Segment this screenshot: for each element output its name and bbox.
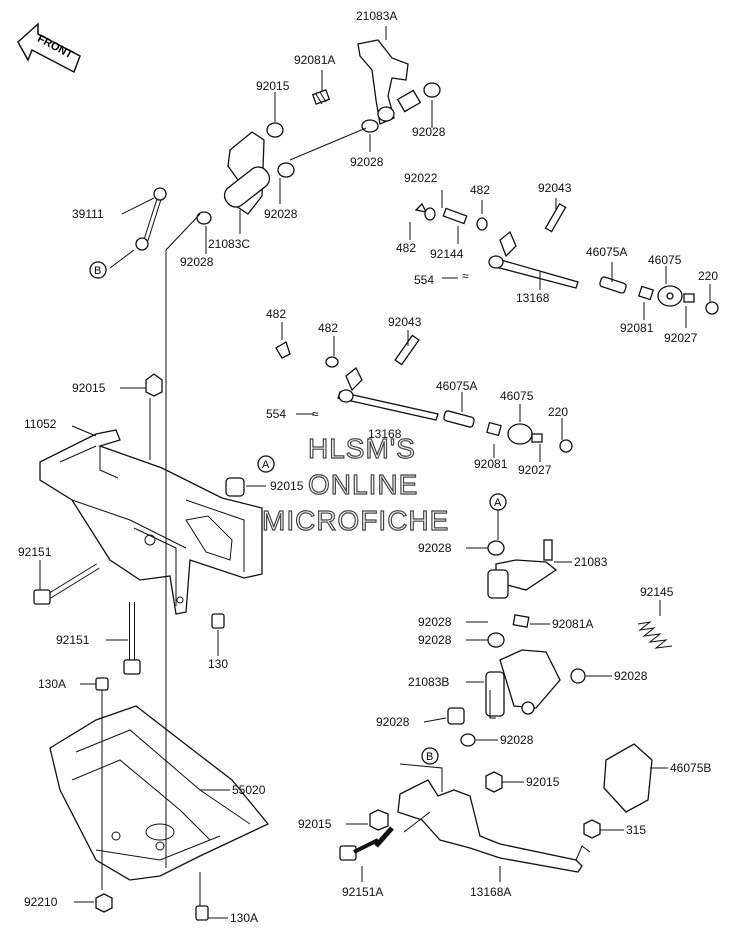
svg-text:≈: ≈ [462,269,469,283]
watermark-line3: MICROFICHE [262,505,449,536]
part-label: 554 [414,273,434,287]
part-label: 92022 [404,171,438,185]
part-label: 92015 [72,381,106,395]
part-label: 92081A [552,617,593,631]
part-label: 92144 [430,247,464,261]
part-label: 92015 [298,817,332,831]
part-label: 92081 [474,457,508,471]
part-label: 482 [396,241,416,255]
part-label: 92027 [518,463,552,477]
part-label: 13168 [368,427,402,441]
part-label: 220 [548,405,568,419]
part-label: 92028 [264,207,298,221]
part-label: 92210 [24,895,58,909]
part-label: 21083 [574,555,608,569]
spring-icon [311,89,331,105]
watermark-line2: ONLINE [308,469,418,500]
part-label: 92028 [412,125,446,139]
middle-shaft-group: ≈ [275,334,573,453]
part-label: 92151A [342,885,383,899]
part-label: 46075 [648,253,682,267]
leader-lines [39,26,711,919]
skid-plate-group [49,705,270,921]
ref-circle-a-right: A [489,493,507,540]
part-label: 92081A [294,53,335,67]
part-label: 554 [266,407,286,421]
front-arrow-icon: FRONT [17,22,81,74]
svg-text:B: B [426,751,433,763]
pedal-assembly-group [339,539,673,873]
part-label: 92151 [56,633,90,647]
part-label: 92151 [18,545,52,559]
part-label: 482 [266,307,286,321]
part-label: 92028 [500,733,534,747]
svg-text:A: A [494,497,502,509]
upper-shaft-group: ≈ [414,202,719,315]
svg-text:B: B [94,265,101,277]
svg-text:≈: ≈ [312,407,319,421]
part-label: 92015 [270,479,304,493]
part-label: 92081 [620,321,654,335]
frame-group [39,373,263,615]
part-label: 130A [230,911,258,925]
part-label: 21083C [208,237,250,251]
part-label: 92015 [256,79,290,93]
part-label: 46075A [586,245,627,259]
part-label: 13168A [470,885,511,899]
part-label: 46075B [670,761,711,775]
part-label: 130 [208,657,228,671]
part-label: 92028 [418,615,452,629]
part-label: 315 [626,823,646,837]
part-label: 482 [318,321,338,335]
part-label: 92043 [388,315,422,329]
part-label: 92028 [418,541,452,555]
part-label: 92028 [418,633,452,647]
part-label: 39111 [72,207,104,221]
svg-text:A: A [262,459,270,471]
part-label: 92028 [180,255,214,269]
part-label: 92028 [614,669,648,683]
part-label: 46075A [436,379,477,393]
part-label: 92027 [664,331,698,345]
part-labels: 21083A 92081A 92015 92028 92028 39111 92… [18,9,718,925]
part-label: 130A [38,677,66,691]
part-label: 92145 [640,585,674,599]
upper-linkage-group [135,39,441,251]
part-label: 13168 [516,291,550,305]
ref-circle-b-top: B [89,261,107,279]
part-label: 92043 [538,181,572,195]
ref-circle-b-lower: B [421,747,439,765]
part-label: 482 [470,183,490,197]
part-label: 55020 [232,783,266,797]
part-label: 21083A [356,9,397,23]
part-label: 220 [698,269,718,283]
part-label: 11052 [24,417,57,431]
watermark-line1: HLSM'S [308,433,416,464]
ref-circle-a-mid: A [257,455,275,473]
part-label: 92015 [526,775,560,789]
watermark: HLSM'S ONLINE MICROFICHE [261,432,449,536]
part-label: 21083B [408,675,449,689]
part-label: 46075 [500,389,534,403]
part-label: 92028 [350,155,384,169]
return-spring-icon [637,621,673,649]
part-label: 92028 [376,715,410,729]
